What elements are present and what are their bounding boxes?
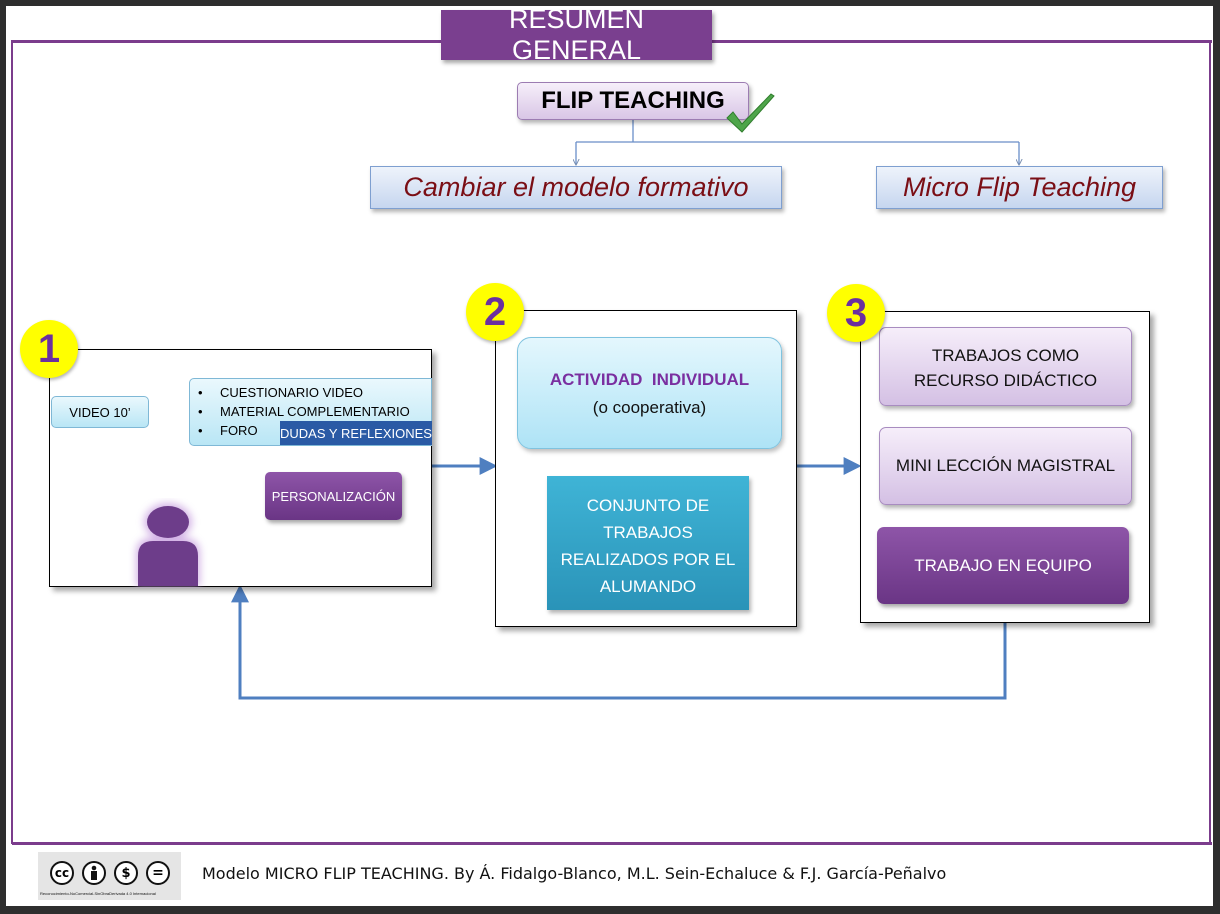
nc-dollar-icon: $ xyxy=(114,861,138,885)
conjunto-line-2: TRABAJOS xyxy=(603,523,693,542)
conjunto-line-4: ALUMANDO xyxy=(599,577,697,596)
personalizacion-box: PERSONALIZACIÓN xyxy=(265,472,402,520)
trabajo-equipo-box: TRABAJO EN EQUIPO xyxy=(877,527,1129,604)
tree-connector xyxy=(576,120,1019,164)
bullet-material: •MATERIAL COMPLEMENTARIO xyxy=(198,404,410,419)
step-number-2: 2 xyxy=(466,283,524,341)
cc-icon: cc xyxy=(50,861,74,885)
flow-arrows xyxy=(231,457,1007,700)
conjunto-line-3: REALIZADOS POR EL xyxy=(560,550,736,569)
cc-license-badge: cc $ = Reconocimiento-NoComercial-SinObr… xyxy=(38,852,181,900)
header-rule-right xyxy=(712,40,1212,43)
video-box: VIDEO 10’ xyxy=(51,396,149,428)
actividad-subtitle: (o cooperativa) xyxy=(592,398,707,417)
step-number-1: 1 xyxy=(20,320,78,378)
right-border xyxy=(1209,40,1211,844)
header-rule-left xyxy=(12,40,442,43)
branch-cambiar-modelo: Cambiar el modelo formativo xyxy=(370,166,782,209)
bullet-foro: •FORO xyxy=(198,423,258,438)
conjunto-line-1: CONJUNTO DE xyxy=(586,496,710,515)
by-person-icon xyxy=(82,861,106,885)
left-border xyxy=(11,40,13,844)
trabajos-box: TRABAJOS COMO RECURSO DIDÁCTICO xyxy=(879,327,1132,406)
trabajos-line-1: TRABAJOS COMO xyxy=(931,346,1080,365)
footer-rule xyxy=(12,842,1212,845)
bullet-cuestionario: •CUESTIONARIO VIDEO xyxy=(198,385,364,400)
student-icon xyxy=(136,503,200,586)
license-caption: Reconocimiento-NoComercial-SinObraDeriva… xyxy=(40,891,156,896)
check-icon xyxy=(726,93,775,133)
actividad-box: ACTIVIDAD INDIVIDUAL (o cooperativa) xyxy=(517,337,782,449)
actividad-title: ACTIVIDAD INDIVIDUAL xyxy=(549,370,750,389)
step-number-3: 3 xyxy=(827,284,885,342)
nd-equals-icon: = xyxy=(146,861,170,885)
mini-leccion-box: MINI LECCIÓN MAGISTRAL xyxy=(879,427,1132,505)
footer-credit: Modelo MICRO FLIP TEACHING. By Á. Fidalg… xyxy=(202,864,947,883)
trabajos-line-2: RECURSO DIDÁCTICO xyxy=(913,371,1098,390)
conjunto-box: CONJUNTO DE TRABAJOS REALIZADOS POR EL A… xyxy=(547,476,749,610)
dudas-label: DUDAS Y REFLEXIONES xyxy=(280,421,432,445)
flip-teaching-box: FLIP TEACHING xyxy=(517,82,749,120)
branch-micro-flip: Micro Flip Teaching xyxy=(876,166,1163,209)
